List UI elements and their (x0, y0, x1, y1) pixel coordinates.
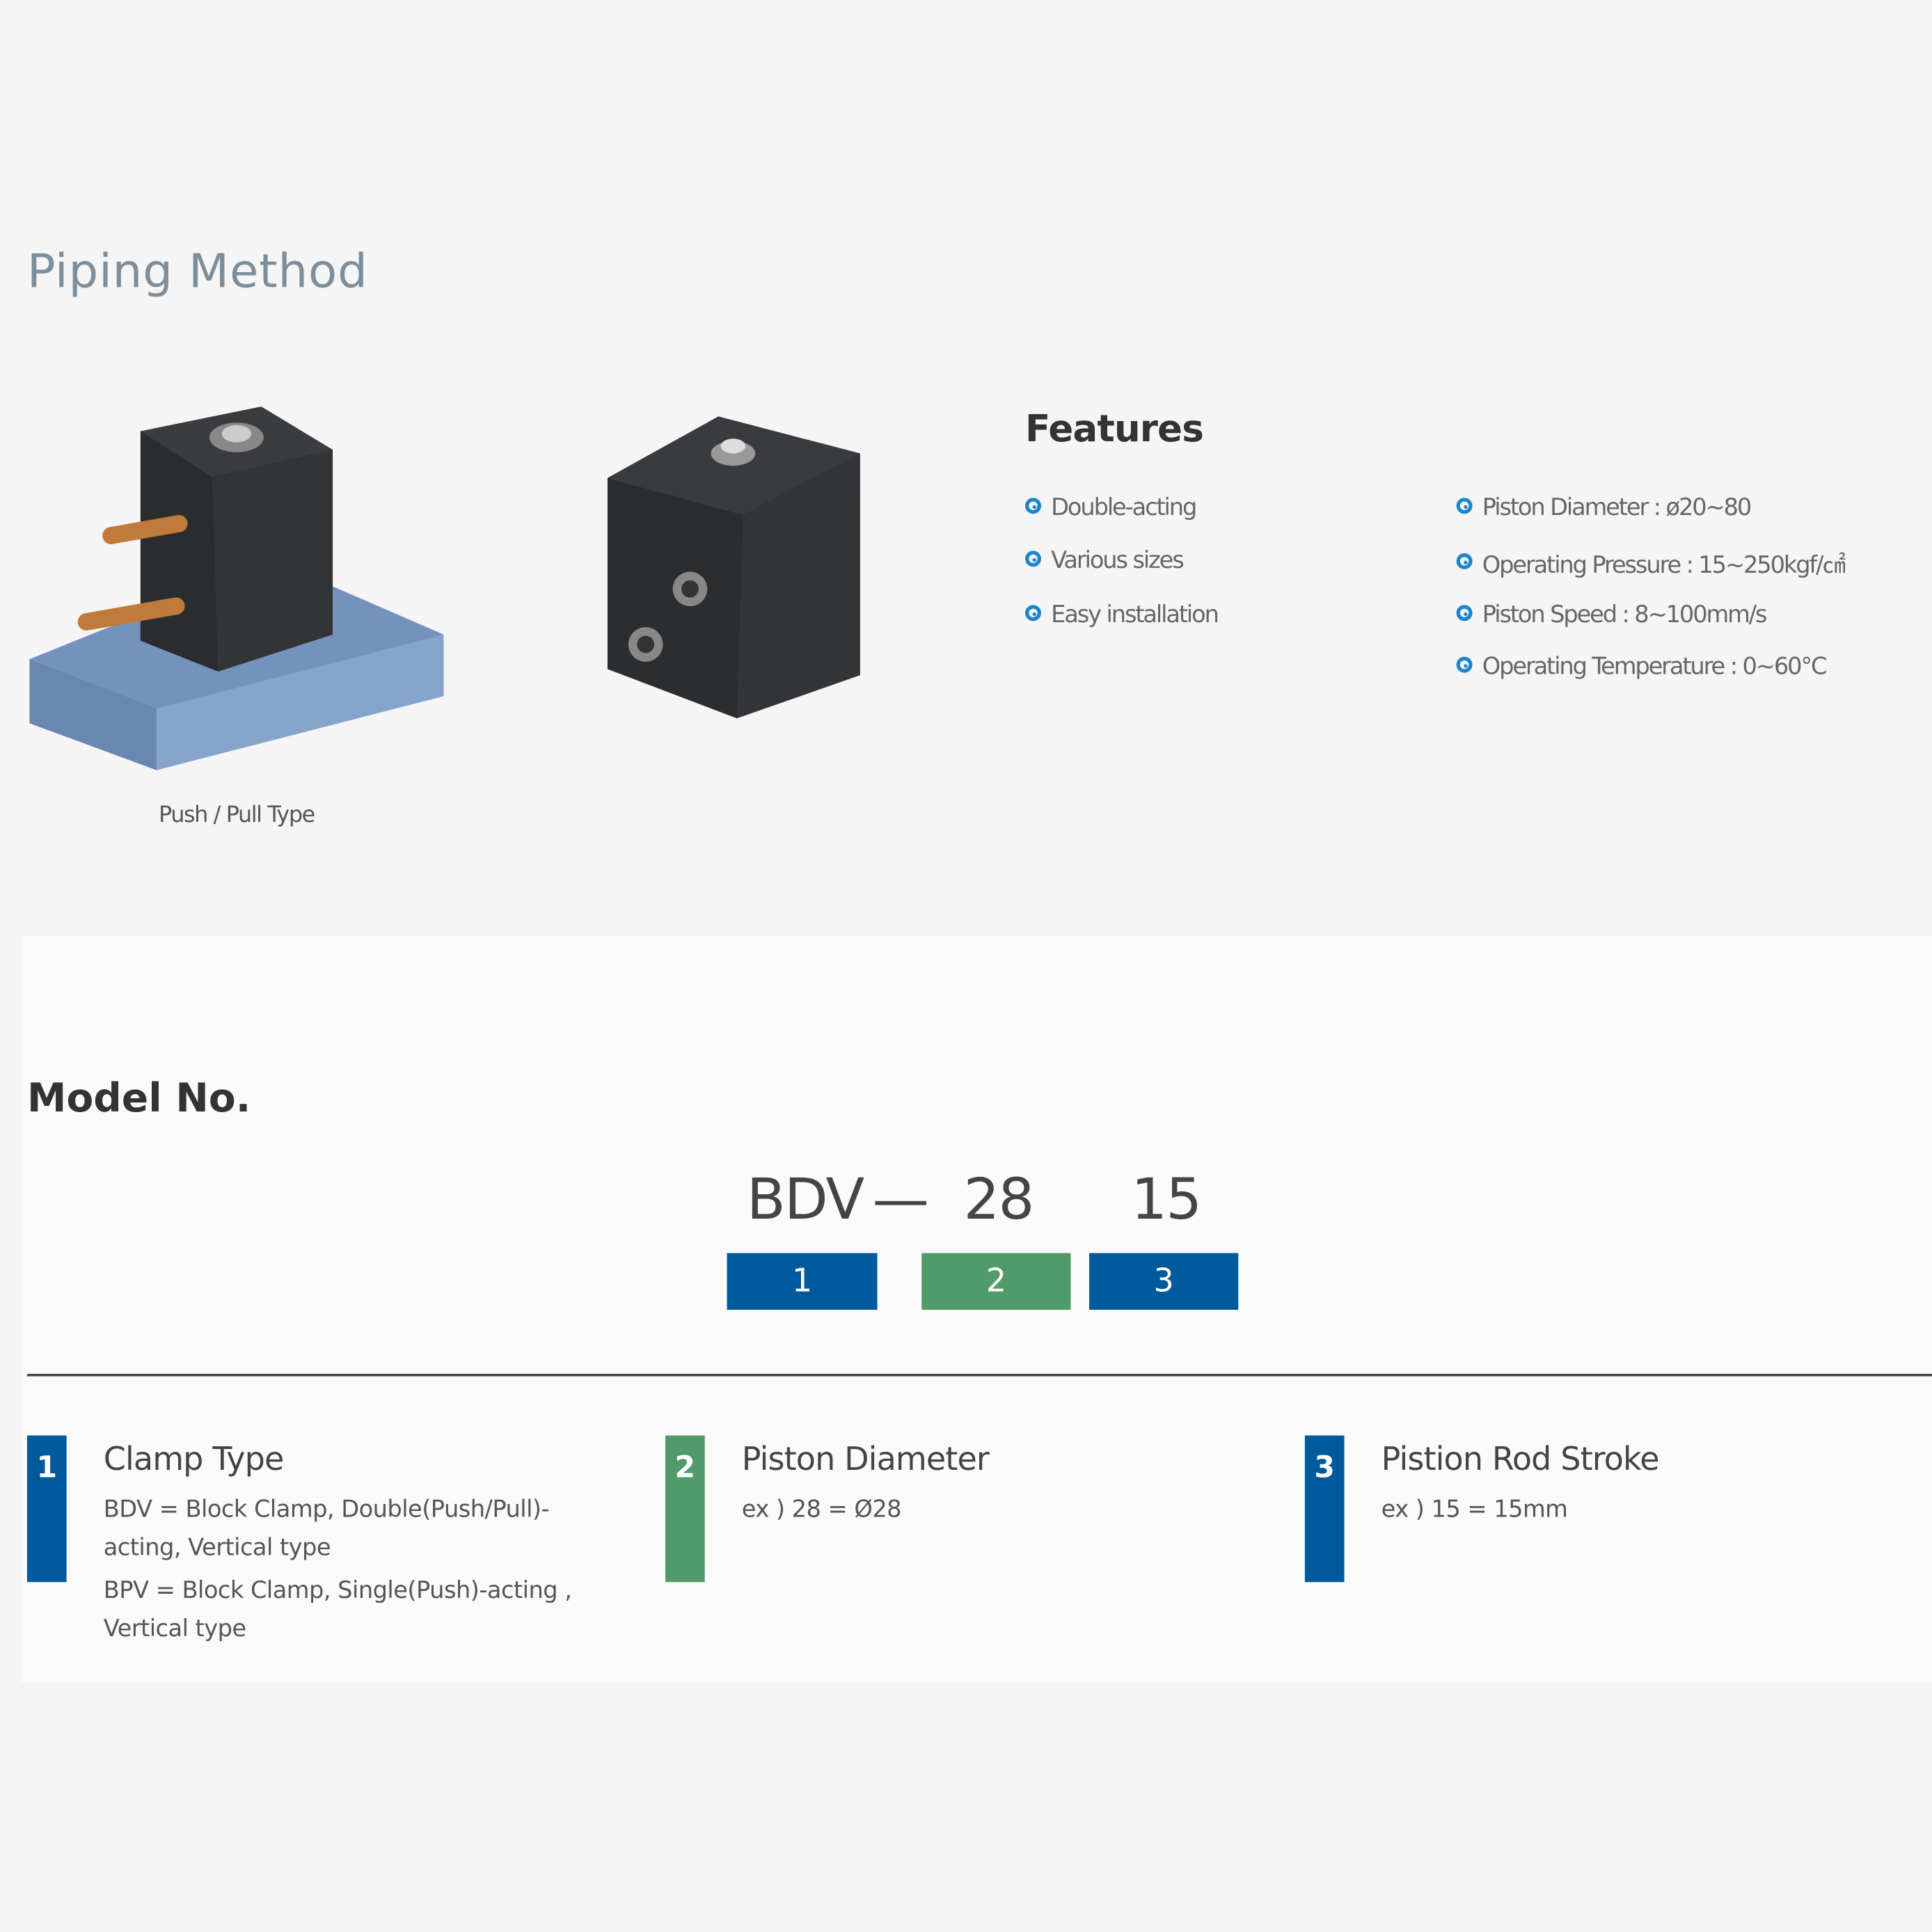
model-code-dash: — (872, 1165, 928, 1233)
feature-text: Easy installation (1051, 601, 1219, 628)
desc-title-rod-stroke: Pistion Rod Stroke (1381, 1441, 1660, 1479)
model-code-part2: 28 (963, 1165, 1034, 1233)
model-code-part1: BDV (746, 1165, 864, 1233)
desc-title-piston-diameter: Piston Diameter (741, 1441, 990, 1479)
desc-tag-1: 1 (26, 1435, 67, 1583)
push-pull-clamp-image (29, 406, 444, 770)
divider (26, 1374, 1932, 1377)
model-box-3: 3 (1089, 1253, 1239, 1310)
feature-item: Double-acting (1024, 493, 1197, 521)
circle-dot-icon (1456, 656, 1473, 672)
feature-text: Various sizes (1051, 547, 1185, 575)
feature-item: Various sizes (1024, 547, 1185, 575)
block-clamp-image (607, 416, 860, 719)
feature-text: Piston Diameter : ø20~80 (1482, 493, 1752, 521)
desc-line: ex ) 28 = Ø28 (741, 1496, 902, 1523)
desc-line: BDV = Block Clamp, Double(Push/Pull)-act… (103, 1496, 550, 1562)
product-caption: Push / Pull Type (158, 802, 315, 828)
feature-item: Piston Diameter : ø20~80 (1456, 493, 1752, 521)
desc-line: BPV = Block Clamp, Single(Push)-acting ,… (103, 1577, 572, 1642)
feature-text: Operating Temperature : 0~60°C (1482, 653, 1828, 681)
circle-dot-icon (1456, 497, 1473, 514)
desc-text: BDV = Block Clamp, Double(Push/Pull)-act… (104, 1491, 584, 1649)
feature-text: Double-acting (1051, 493, 1197, 521)
model-box-2: 2 (921, 1253, 1071, 1310)
section-title-piping-method: Piping Method (26, 244, 368, 299)
model-box-1: 1 (727, 1253, 878, 1310)
circle-dot-icon (1024, 550, 1041, 567)
circle-dot-icon (1024, 604, 1041, 621)
feature-item: Operating Temperature : 0~60°C (1456, 653, 1828, 681)
desc-line: ex ) 15 = 15mm (1381, 1496, 1568, 1523)
feature-text: Piston Speed : 8~100mm/s (1482, 601, 1768, 628)
desc-text: ex ) 15 = 15mm (1381, 1491, 1862, 1529)
circle-dot-icon (1456, 553, 1473, 569)
feature-item: Piston Speed : 8~100mm/s (1456, 601, 1768, 628)
circle-dot-icon (1456, 604, 1473, 621)
feature-item: Operating Pressure : 15~250kgf/㎠ (1456, 547, 1846, 580)
desc-tag-3: 3 (1304, 1435, 1345, 1583)
features-heading: Features (1024, 408, 1204, 451)
circle-dot-icon (1024, 497, 1041, 514)
desc-tag-2: 2 (665, 1435, 705, 1583)
feature-text: Operating Pressure : 15~250kgf/㎠ (1482, 552, 1846, 580)
model-code-part3: 15 (1131, 1165, 1202, 1233)
feature-item: Easy installation (1024, 601, 1219, 628)
desc-title-clamp-type: Clamp Type (103, 1441, 285, 1479)
model-no-heading: Model No. (26, 1074, 251, 1122)
desc-text: ex ) 28 = Ø28 (742, 1491, 1222, 1529)
